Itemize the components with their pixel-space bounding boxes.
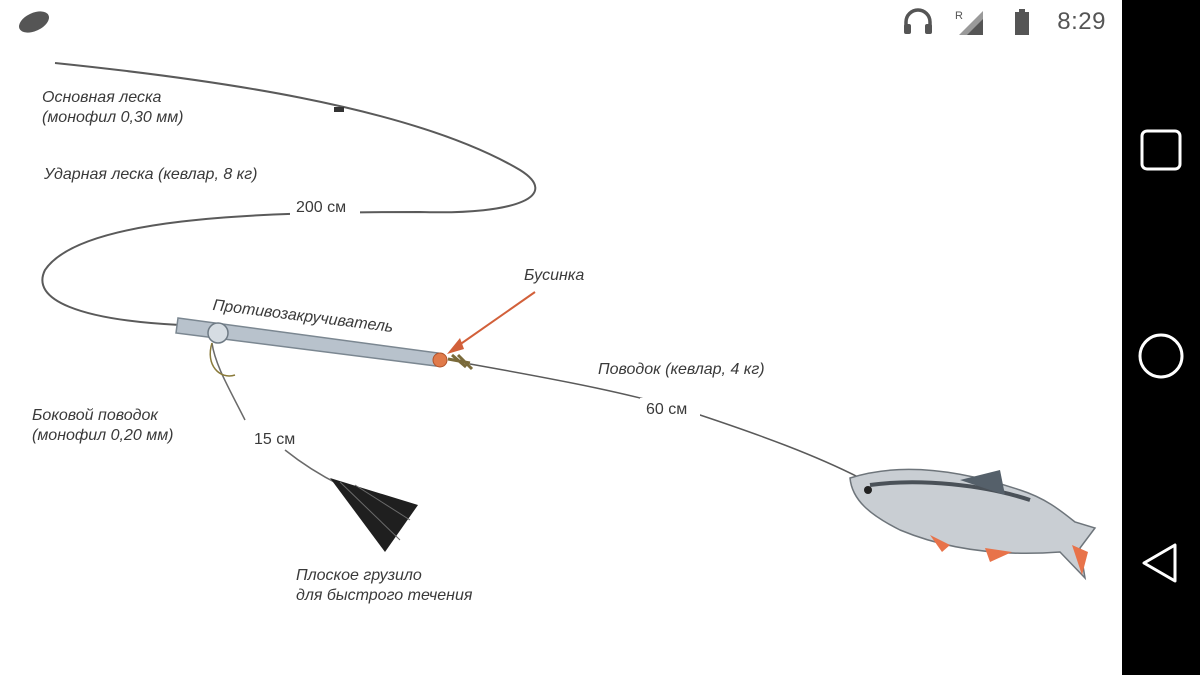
bead-arrow-head	[447, 338, 464, 354]
app-notification-icon	[14, 8, 54, 36]
swivel-ring	[207, 322, 229, 344]
leader-label-gap	[640, 398, 700, 418]
sinker-label: Плоское грузило для быстрого течения	[296, 566, 472, 606]
shock-leader-label: Ударная леска (кевлар, 8 кг)	[44, 166, 258, 183]
home-icon	[1138, 333, 1184, 379]
main-line	[41, 62, 537, 326]
side-leader	[211, 342, 246, 421]
main-line-label: Основная леска (монофил 0,30 мм)	[42, 88, 183, 128]
swivel	[447, 353, 474, 371]
recents-button[interactable]	[1131, 120, 1191, 180]
bead-arrow	[451, 291, 536, 351]
bead-label: Бусинка	[524, 267, 585, 284]
bead	[432, 352, 448, 368]
sinker-edge-1	[339, 481, 401, 541]
shock-length-label: 200 см	[296, 199, 347, 216]
leader-line	[469, 363, 861, 479]
status-icons: R 8:29	[901, 6, 1106, 38]
side-leader-loop	[209, 342, 236, 377]
clock: 8:29	[1057, 8, 1106, 35]
sinker-spec: для быстрого течения	[296, 587, 473, 604]
leader-length-label: 60 см	[646, 401, 688, 418]
fish-icon	[849, 468, 1097, 581]
main-line-title: Основная леска	[42, 89, 162, 106]
side-length-label: 15 см	[254, 431, 296, 448]
back-icon	[1142, 543, 1177, 583]
side-leader-label: Боковой поводок (монофил 0,20 мм)	[32, 406, 173, 446]
side-leader-title: Боковой поводок	[32, 407, 158, 424]
line-label-gap	[290, 198, 360, 218]
leader-label: Поводок (кевлар, 4 кг)	[598, 361, 765, 378]
navigation-bar	[1122, 0, 1200, 675]
image-viewer: R 8:29	[0, 0, 1122, 675]
signal-icon: R	[953, 7, 987, 37]
line-knot	[334, 107, 344, 112]
back-button[interactable]	[1131, 533, 1191, 593]
home-button[interactable]	[1131, 326, 1191, 386]
sinker-edge-2	[354, 484, 411, 521]
recents-icon	[1140, 129, 1182, 171]
battery-icon	[1005, 7, 1039, 37]
side-leader-spec: (монофил 0,20 мм)	[32, 427, 174, 444]
main-line-spec: (монофил 0,30 мм)	[42, 109, 184, 126]
headphones-icon	[901, 7, 935, 37]
sinker-title: Плоское грузило	[296, 567, 422, 584]
network-badge: R	[955, 10, 963, 22]
diagram-drawing	[41, 62, 1097, 581]
fishing-rig-diagram: Основная леска (монофил 0,30 мм) Ударная…	[0, 44, 1122, 675]
status-bar: R 8:29	[0, 0, 1122, 44]
